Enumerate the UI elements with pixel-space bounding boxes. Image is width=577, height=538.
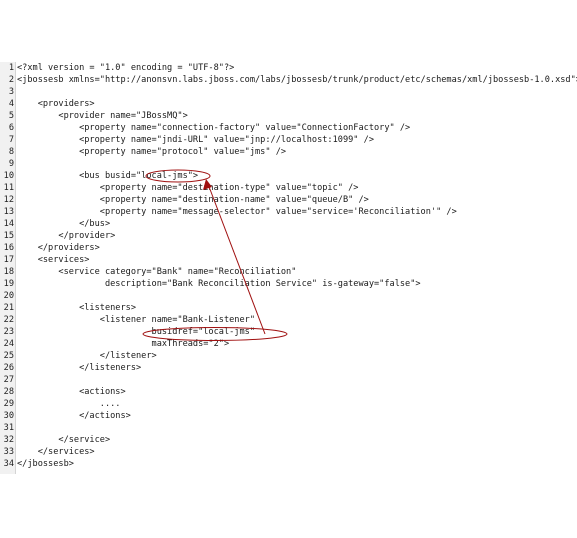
code-line: 5 <provider name="JBossMQ"> — [0, 110, 577, 122]
code-line: 17 <services> — [0, 254, 577, 266]
code-text: </listener> — [17, 351, 157, 361]
code-text: <property name="connection-factory" valu… — [17, 123, 411, 133]
code-text: <?xml version = "1.0" encoding = "UTF-8"… — [17, 63, 235, 73]
code-line: 7 <property name="jndi-URL" value="jnp:/… — [0, 134, 577, 146]
code-text: </bus> — [17, 219, 111, 229]
line-number: 24 — [3, 339, 14, 349]
code-line: 14 </bus> — [0, 218, 577, 230]
code-line: 10 <bus busid="local-jms"> — [0, 170, 577, 182]
code-text: </listeners> — [17, 363, 142, 373]
line-number: 10 — [3, 171, 14, 181]
code-text: <property name="jndi-URL" value="jnp://l… — [17, 135, 374, 145]
code-line: 27 — [0, 374, 577, 386]
line-number: 29 — [3, 399, 14, 409]
line-number: 19 — [3, 279, 14, 289]
code-line: 29 .... — [0, 398, 577, 410]
line-number: 1 — [8, 63, 14, 73]
code-line: 13 <property name="message-selector" val… — [0, 206, 577, 218]
code-line: 28 <actions> — [0, 386, 577, 398]
code-text: </providers> — [17, 243, 100, 253]
code-text: <providers> — [17, 99, 95, 109]
code-text: <bus busid="local-jms"> — [17, 171, 199, 181]
line-number: 25 — [3, 351, 14, 361]
line-number: 22 — [3, 315, 14, 325]
code-text: </provider> — [17, 231, 116, 241]
line-number: 23 — [3, 327, 14, 337]
line-number: 21 — [3, 303, 14, 313]
line-number: 3 — [8, 87, 14, 97]
line-number: 9 — [8, 159, 14, 169]
code-text: <listener name="Bank-Listener" — [17, 315, 255, 325]
line-number: 4 — [8, 99, 14, 109]
code-text: busidref="local-jms" — [17, 327, 255, 337]
code-text: </service> — [17, 435, 111, 445]
line-number: 30 — [3, 411, 14, 421]
code-line: 16 </providers> — [0, 242, 577, 254]
code-text: .... — [17, 399, 121, 409]
line-number-gutter — [0, 62, 16, 474]
code-line: 33 </services> — [0, 446, 577, 458]
line-number: 34 — [3, 459, 14, 469]
code-text: <property name="destination-name" value=… — [17, 195, 369, 205]
code-text: <listeners> — [17, 303, 136, 313]
line-number: 26 — [3, 363, 14, 373]
code-line: 6 <property name="connection-factory" va… — [0, 122, 577, 134]
line-number: 28 — [3, 387, 14, 397]
code-editor[interactable]: 1<?xml version = "1.0" encoding = "UTF-8… — [0, 62, 577, 474]
code-text: <provider name="JBossMQ"> — [17, 111, 188, 121]
code-line: 30 </actions> — [0, 410, 577, 422]
line-number: 6 — [8, 123, 14, 133]
code-text: <property name="protocol" value="jms" /> — [17, 147, 287, 157]
code-text: <services> — [17, 255, 90, 265]
code-text: <jbossesb xmlns="http://anonsvn.labs.jbo… — [17, 75, 577, 85]
code-line: 32 </service> — [0, 434, 577, 446]
code-line: 18 <service category="Bank" name="Reconc… — [0, 266, 577, 278]
code-text: <actions> — [17, 387, 126, 397]
line-number: 5 — [8, 111, 14, 121]
line-number: 31 — [3, 423, 14, 433]
code-text: <property name="destination-type" value=… — [17, 183, 359, 193]
line-number: 15 — [3, 231, 14, 241]
code-line: 20 — [0, 290, 577, 302]
code-line: 8 <property name="protocol" value="jms" … — [0, 146, 577, 158]
line-number: 14 — [3, 219, 14, 229]
line-number: 32 — [3, 435, 14, 445]
code-line: 22 <listener name="Bank-Listener" — [0, 314, 577, 326]
line-number: 12 — [3, 195, 14, 205]
code-text: description="Bank Reconciliation Service… — [17, 279, 421, 289]
line-number: 2 — [8, 75, 14, 85]
code-line: 3 — [0, 86, 577, 98]
line-number: 13 — [3, 207, 14, 217]
code-line: 25 </listener> — [0, 350, 577, 362]
code-line: 19 description="Bank Reconciliation Serv… — [0, 278, 577, 290]
code-text: maxThreads="2"> — [17, 339, 230, 349]
code-line: 21 <listeners> — [0, 302, 577, 314]
line-number: 20 — [3, 291, 14, 301]
code-text: <service category="Bank" name="Reconcili… — [17, 267, 297, 277]
code-line: 11 <property name="destination-type" val… — [0, 182, 577, 194]
line-number: 16 — [3, 243, 14, 253]
line-number: 8 — [8, 147, 14, 157]
line-number: 18 — [3, 267, 14, 277]
line-number: 33 — [3, 447, 14, 457]
line-number: 17 — [3, 255, 14, 265]
code-line: 26 </listeners> — [0, 362, 577, 374]
code-line: 2<jbossesb xmlns="http://anonsvn.labs.jb… — [0, 74, 577, 86]
code-text: </actions> — [17, 411, 131, 421]
code-line: 1<?xml version = "1.0" encoding = "UTF-8… — [0, 62, 577, 74]
line-number: 11 — [3, 183, 14, 193]
code-line: 34</jbossesb> — [0, 458, 577, 470]
code-line: 12 <property name="destination-name" val… — [0, 194, 577, 206]
code-line: 31 — [0, 422, 577, 434]
code-line: 4 <providers> — [0, 98, 577, 110]
code-line: 9 — [0, 158, 577, 170]
line-number: 7 — [8, 135, 14, 145]
code-text: </jbossesb> — [17, 459, 74, 469]
code-line: 24 maxThreads="2"> — [0, 338, 577, 350]
code-text: <property name="message-selector" value=… — [17, 207, 457, 217]
code-line: 23 busidref="local-jms" — [0, 326, 577, 338]
code-line: 15 </provider> — [0, 230, 577, 242]
code-text: </services> — [17, 447, 95, 457]
line-number: 27 — [3, 375, 14, 385]
